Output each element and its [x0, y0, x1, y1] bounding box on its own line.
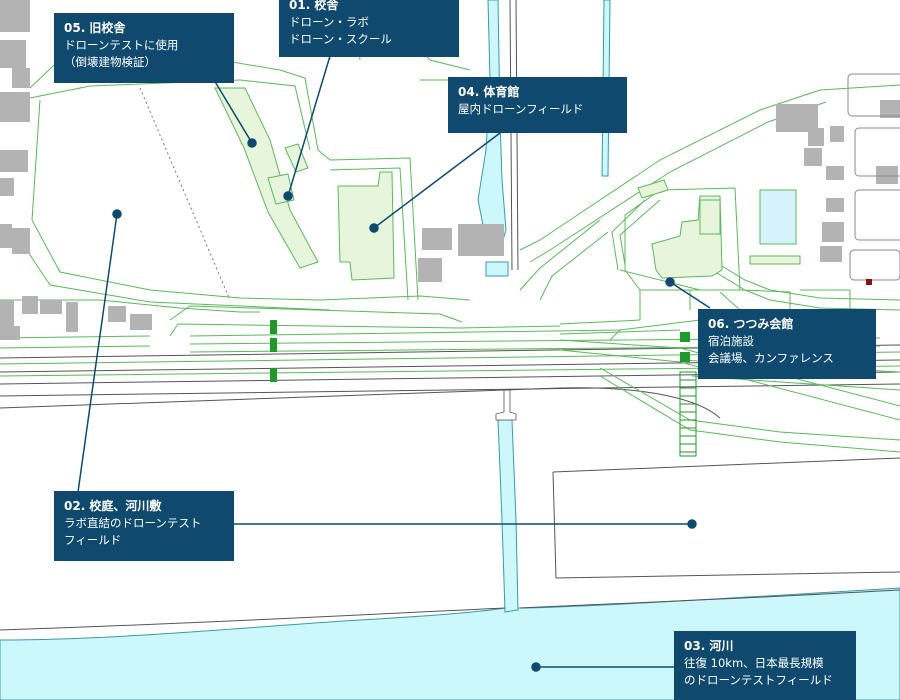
leader-02-up [77, 213, 118, 493]
label-02-title: 02. 校庭、河川敷 [64, 499, 162, 513]
label-04-title: 04. 体育館 [458, 85, 520, 99]
leader-05 [213, 79, 253, 144]
label-02-schoolyard: 02. 校庭、河川敷 ラボ直結のドローンテスト フィールド [54, 491, 234, 561]
label-03-line2: のドローンテストフィールド [684, 673, 833, 687]
crossings [270, 320, 690, 382]
point-02-a [112, 209, 122, 219]
point-04 [369, 223, 379, 233]
label-05-title: 05. 旧校舎 [64, 21, 126, 35]
old-school-building [214, 87, 319, 269]
label-05-line2: （倒壊建物検証） [64, 55, 156, 69]
neighbourhood-buildings [0, 0, 900, 340]
point-01 [283, 191, 293, 201]
label-06-line2: 会議場、カンファレンス [708, 351, 834, 365]
hall-wing [749, 255, 801, 265]
label-02-line2: フィールド [64, 533, 122, 547]
label-04-gymnasium: 04. 体育館 屋内ドローンフィールド [448, 77, 627, 133]
point-02-b [687, 519, 697, 529]
label-05-line1: ドローンテストに使用 [64, 38, 179, 52]
leader-01 [287, 55, 331, 197]
river-inlet [497, 419, 519, 613]
plots [847, 73, 900, 281]
label-06-title: 06. つつみ会館 [708, 317, 794, 331]
tsutsumi-tower [699, 199, 721, 235]
label-01-line1: ドローン・ラボ [289, 15, 369, 29]
label-01-line2: ドローン・スクール [289, 32, 392, 46]
campus-buildings [214, 87, 801, 291]
point-05 [247, 138, 257, 148]
label-04-line1: 屋内ドローンフィールド [458, 102, 584, 116]
school-annex [284, 143, 309, 173]
marker [866, 279, 872, 285]
label-01-school: 01. 校舎 ドローン・ラボ ドローン・スクール [279, 0, 459, 57]
label-03-line1: 往復 10km、日本最長規模 [684, 656, 824, 670]
pool [759, 189, 797, 245]
point-06 [665, 277, 675, 287]
label-02-line1: ラボ直結のドローンテスト [64, 516, 202, 530]
stairs [679, 371, 697, 457]
label-01-title: 01. 校舎 [289, 0, 339, 12]
gymnasium [337, 171, 395, 281]
label-06-line1: 宿泊施設 [708, 334, 754, 348]
label-03-title: 03. 河川 [684, 639, 734, 653]
leader-lines [77, 55, 711, 672]
label-06-tsutsumi-hall: 06. つつみ会館 宿泊施設 会議場、カンファレンス [698, 309, 876, 379]
creek-lower [485, 261, 509, 277]
leader-04 [373, 132, 501, 229]
shed [637, 179, 669, 199]
inlet-pier [495, 389, 517, 421]
leader-06 [669, 281, 711, 309]
label-05-old-school: 05. 旧校舎 ドローンテストに使用 （倒壊建物検証） [54, 13, 234, 83]
label-03-river: 03. 河川 往復 10km、日本最長規模 のドローンテストフィールド [674, 631, 856, 700]
point-03 [531, 662, 541, 672]
